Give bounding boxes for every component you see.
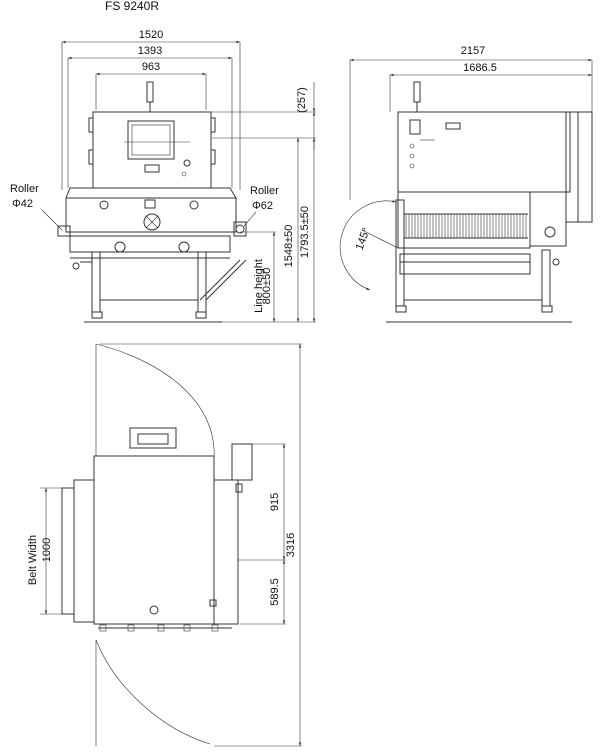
side-main-housing — [397, 111, 571, 193]
top-dimension-3316: 3316 — [285, 344, 302, 746]
top-dim-589-text: 589.5 — [269, 578, 281, 606]
front-dim-257-text: (257) — [296, 87, 308, 113]
top-belt-width-value: 1000 — [41, 538, 53, 562]
side-angle-text: 145° — [354, 226, 373, 251]
side-dim-1686-text: 1686.5 — [463, 62, 497, 74]
front-dim-1793-text: 1793.5±50 — [299, 206, 311, 258]
front-dim-1548-text: 1548±50 — [283, 225, 295, 268]
side-hood-swing-arc: 145° — [339, 200, 399, 291]
front-dimension-1793: 1793.5±50 — [299, 112, 316, 322]
roller-left-label: Roller — [10, 183, 39, 195]
front-dimension-1548: 1548±50 — [283, 138, 300, 322]
front-dimension-line-height: Line height 800±50 — [253, 232, 276, 322]
top-dimension-589: 589.5 — [269, 560, 286, 624]
front-dimension-257: (257) — [296, 82, 316, 150]
roller-right-value: Φ62 — [252, 200, 273, 212]
front-view: 1520 1393 963 — [10, 29, 316, 323]
front-fan-icon — [143, 213, 161, 231]
front-dim-1520-text: 1520 — [139, 29, 163, 41]
side-belt-slats — [405, 214, 527, 238]
roller-right-callout: Roller Φ62 — [243, 185, 279, 227]
top-belt-width-label: Belt Width — [27, 535, 39, 585]
front-dim-963-text: 963 — [142, 61, 160, 73]
front-line-height-label: Line height — [253, 259, 265, 313]
front-dim-1393-text: 1393 — [138, 45, 162, 57]
front-head-housing — [92, 111, 212, 189]
top-dim-915-text: 915 — [269, 493, 281, 511]
side-dimension-1686: 1686.5 — [389, 62, 592, 112]
side-dimension-2157: 2157 — [349, 45, 593, 200]
top-view: 3316 915 589.5 Belt Width 1000 — [27, 343, 302, 747]
roller-right-label: Roller — [250, 185, 279, 197]
side-view: 2157 1686.5 — [339, 45, 593, 323]
front-display-screen — [127, 120, 175, 160]
side-dim-2157-text: 2157 — [461, 45, 485, 57]
front-dimension-1393: 1393 — [67, 45, 233, 188]
top-dimension-915: 915 — [269, 444, 286, 560]
drawing-title: FS 9240R — [105, 0, 159, 13]
front-dimension-1520: 1520 — [61, 29, 241, 190]
top-dim-3316-text: 3316 — [285, 533, 297, 557]
roller-left-value: Φ42 — [12, 198, 33, 210]
front-line-height-value: 800±50 — [261, 268, 273, 305]
front-dimension-963: 963 — [95, 61, 207, 110]
top-dimension-belt-width: Belt Width 1000 — [27, 488, 53, 614]
top-main-housing — [93, 455, 215, 625]
roller-left-callout: Roller Φ42 — [10, 183, 63, 231]
